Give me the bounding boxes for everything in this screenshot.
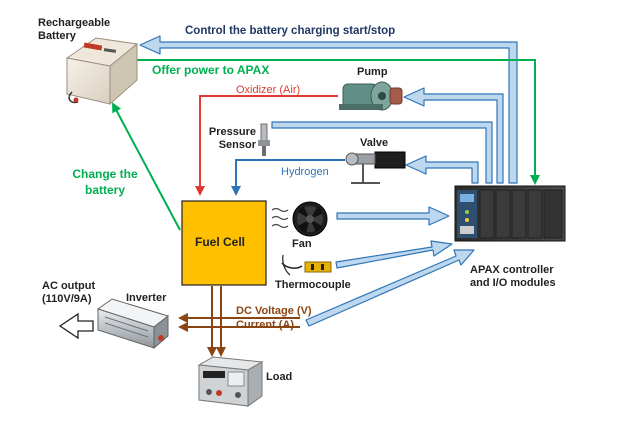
- apax-label-line2: and I/O modules: [470, 277, 556, 289]
- battery-label: Rechargeable Battery: [38, 17, 110, 43]
- pressure-label-line2: Sensor: [218, 139, 256, 151]
- pressure-sensor-icon: [258, 123, 270, 156]
- thermocouple-signal-arrow: [335, 240, 453, 269]
- thermocouple-icon: [281, 254, 332, 276]
- ac-output-line1: AC output: [42, 280, 96, 292]
- valve-control-arrow: [405, 155, 479, 184]
- pressure-signal-arrow: [271, 121, 493, 184]
- fan-waves-icon: [271, 207, 289, 229]
- change-battery-label: Change the battery: [60, 166, 150, 198]
- load-label: Load: [266, 371, 293, 383]
- control-block-arrows: [139, 35, 518, 327]
- valve-label: Valve: [360, 137, 389, 149]
- fan-icon: [292, 201, 328, 237]
- fuel-cell-block: [181, 200, 267, 286]
- thermocouple-label: Thermocouple: [275, 279, 351, 291]
- load-icon: [197, 356, 264, 407]
- battery-label-line1: Rechargeable: [38, 17, 111, 29]
- dc-voltage-label: DC Voltage (V): [236, 305, 312, 317]
- inverter-label: Inverter: [126, 292, 167, 304]
- hydrogen-label: Hydrogen: [281, 166, 329, 178]
- pump-label: Pump: [357, 66, 388, 78]
- pressure-sensor-label: Pressure Sensor: [198, 126, 256, 152]
- battery-label-line2: Battery: [38, 30, 76, 42]
- current-label: Current (A): [236, 319, 295, 331]
- dc-measure-arrow: [305, 249, 475, 327]
- hydrogen-line: [231, 159, 345, 196]
- valve-icon: [345, 151, 406, 184]
- fuel-cell-label: Fuel Cell: [195, 235, 246, 249]
- control-charging-label: Control the battery charging start/stop: [185, 25, 396, 37]
- oxidizer-line: [195, 95, 338, 196]
- oxidizer-label: Oxidizer (Air): [236, 84, 301, 96]
- offer-power-line: [137, 59, 540, 185]
- pump-icon: [339, 81, 403, 111]
- apax-label-line1: APAX controller: [470, 264, 554, 276]
- battery-icon: [65, 37, 139, 106]
- offer-power-label: Offer power to APAX: [152, 63, 270, 77]
- ac-output-line2: (110V/9A): [42, 293, 92, 305]
- ac-output-label: AC output (110V/9A): [42, 280, 95, 306]
- change-battery-line: [112, 102, 181, 231]
- apax-label: APAX controller and I/O modules: [470, 264, 556, 290]
- pump-control-arrow: [403, 87, 504, 184]
- fan-signal-arrow: [336, 206, 450, 226]
- inverter-icon: [96, 298, 170, 350]
- fan-label: Fan: [292, 238, 312, 250]
- change-battery-line2: battery: [84, 183, 125, 197]
- apax-controller-icon: [454, 185, 566, 242]
- dc-output-lines: [178, 286, 300, 357]
- ac-output-arrow: [58, 312, 94, 340]
- pressure-label-line1: Pressure: [208, 126, 256, 138]
- control-charging-arrow: [139, 35, 518, 184]
- change-battery-line1: Change the: [72, 167, 138, 181]
